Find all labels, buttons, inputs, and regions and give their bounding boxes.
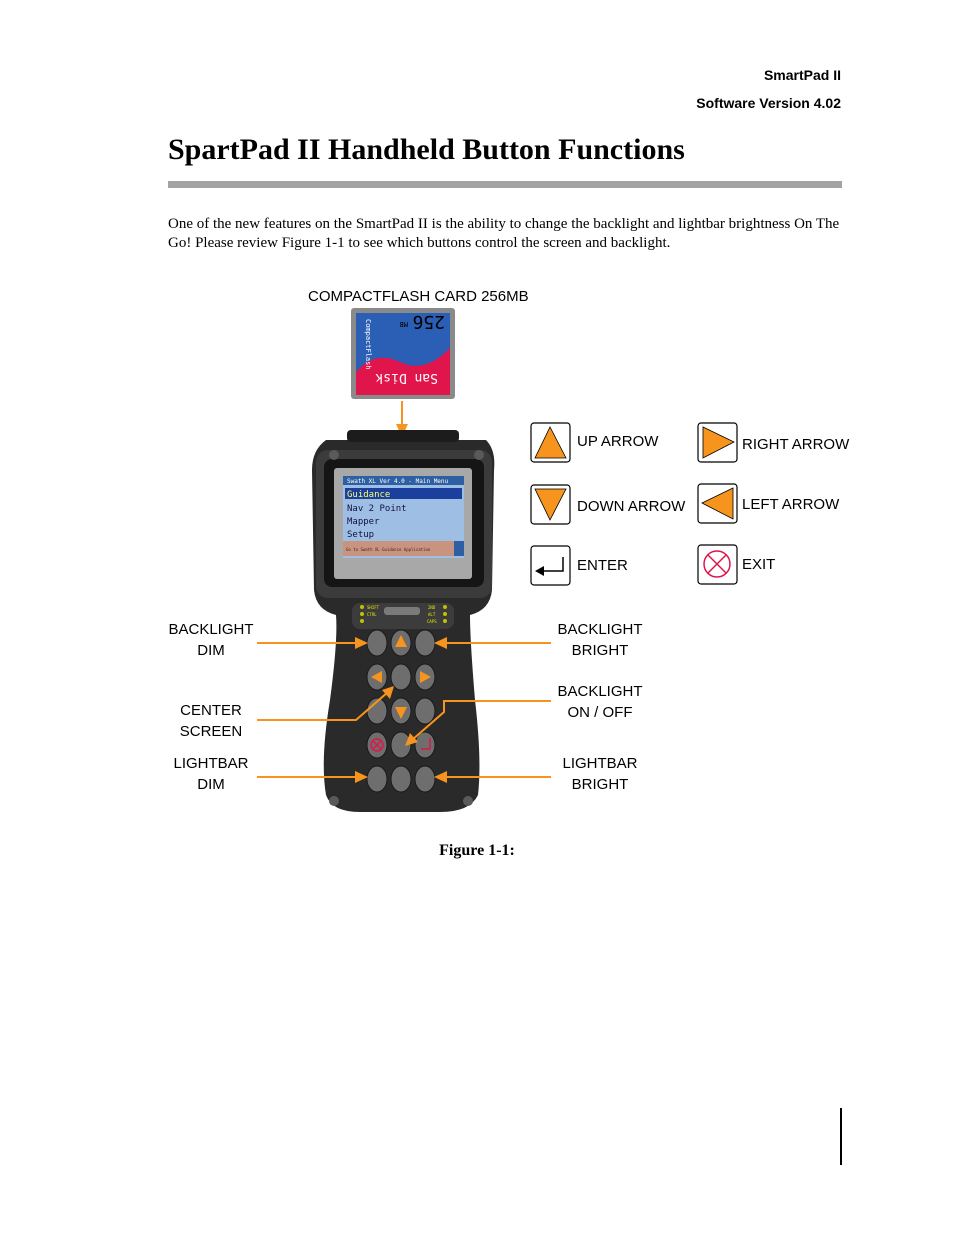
mode-key-ctrl: CTRL	[367, 612, 377, 617]
screen-menu-item-3: Mapper	[347, 517, 380, 527]
legend-enter-label: ENTER	[577, 557, 628, 574]
compactflash-card: San Disk 256 MB CompactFlash	[351, 308, 455, 399]
legend-right-icon	[697, 422, 738, 463]
title-rule	[168, 181, 842, 188]
legend-left-icon	[697, 483, 738, 524]
keypad-right-icon	[420, 671, 431, 683]
mode-key-alt: ALT	[428, 612, 436, 617]
legend-left-label: LEFT ARROW	[742, 496, 840, 513]
screen-status: Go to Swath XL Guidance Application	[346, 547, 431, 552]
screen-title-bar: Swath XL Ver 4.0 - Main Menu	[347, 478, 449, 485]
mode-key-2nd: 2ND	[428, 605, 436, 610]
keypad-exit-icon	[370, 738, 384, 752]
figure-caption: Figure 1-1:	[439, 842, 515, 859]
legend-down-icon	[530, 484, 571, 525]
card-brand: San Disk	[375, 370, 438, 385]
keypad-left-icon	[371, 671, 382, 683]
card-unit: MB	[400, 320, 408, 328]
mode-key-shift: SHIFT	[367, 605, 380, 610]
screen-menu-item-4: Setup	[347, 530, 374, 540]
legend-down-label: DOWN ARROW	[577, 498, 686, 515]
keypad	[366, 629, 436, 793]
compactflash-label: COMPACTFLASH CARD 256MB	[308, 288, 529, 305]
legend-enter-icon	[530, 545, 571, 586]
screen-menu-item-2: Nav 2 Point	[347, 504, 407, 514]
card-side-text: CompactFlash	[364, 319, 372, 370]
keypad-down-icon	[395, 707, 407, 719]
handheld-device	[312, 430, 495, 812]
legend-exit-label: EXIT	[742, 556, 776, 573]
legend-exit-icon	[697, 544, 738, 585]
screen-menu-item-1: Guidance	[347, 490, 390, 500]
keypad-enter-icon	[421, 738, 431, 750]
legend-right-label: RIGHT ARROW	[742, 436, 850, 453]
margin-bar	[840, 1108, 842, 1165]
mode-key-caps: CAPS	[427, 619, 437, 624]
header-version: Software Version 4.02	[696, 95, 841, 111]
legend-up-label: UP ARROW	[577, 433, 659, 450]
header-product: SmartPad II	[763, 67, 841, 83]
card-capacity: 256	[412, 311, 445, 332]
intro-paragraph: One of the new features on the SmartPad …	[168, 216, 840, 251]
page-title: SpartPad II Handheld Button Functions	[168, 133, 685, 166]
legend-up-icon	[530, 422, 571, 463]
keypad-up-icon	[395, 635, 407, 647]
